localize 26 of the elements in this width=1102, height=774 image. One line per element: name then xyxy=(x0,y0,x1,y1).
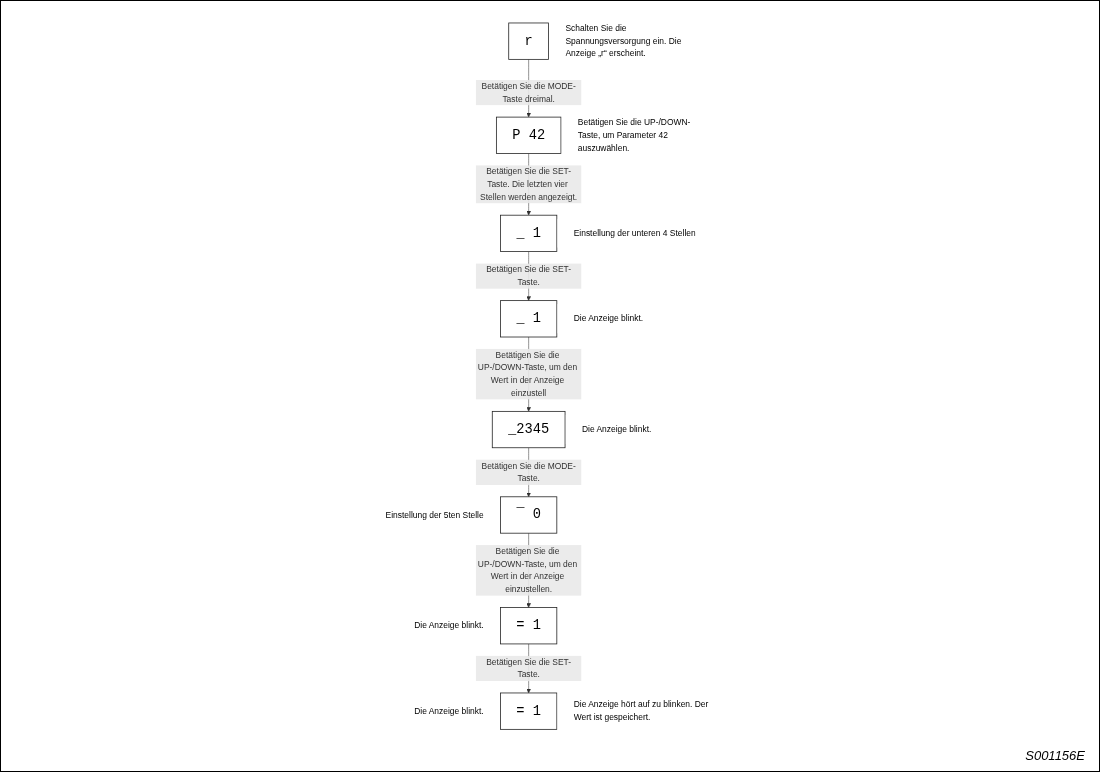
node-label: Die Anzeige blinkt. xyxy=(581,424,652,434)
flow-diagram: r Schalten Sie die Spannungsversorgung ein. Die Anzeige „r“ erscheint. Betätigen Sie die MODE-Taste dreimal. P 42 Betätigen Sie die UP-/DOWN-Taste, um Parameter 42 auszuwählen. Betätigen Sie die SET-Taste. Die letzten vier Stellen werden angezeigt. _ 1 Einstellung der unteren 4 Stellen Betätigen Sie die SET-Taste. _ 1 Die Anzeige blinkt. Betätigen Sie die UP-/DOWN-Taste, um den Wert in der Anzeige einzustell _2345 Die Anzeige blinkt. Betätigen Sie die MODE-Taste. Einstellung der 5ten Stelle ‾ 0 Betätigen Sie die UP-/DOWN-Taste, um den Wert in der Anzeige einzustellen. Die Anzeige blinkt. = 1 Betätigen Sie die SET-Taste. Die Anzeige blinkt. = 1 Die Anzeige hört auf zu blinken. Der Wert ist gespeichert. xyxy=(197,9,903,737)
node-label: Einstellung der 5ten Stelle xyxy=(385,510,484,520)
node-label: Betätigen Sie die UP-/DOWN-Taste, um Parameter 42 auszuwählen. xyxy=(577,117,691,153)
edge-label: Betätigen Sie die SET-Taste. xyxy=(485,657,571,679)
node-box xyxy=(499,214,557,252)
figure-code: S001156E xyxy=(1025,748,1085,763)
node-label: Schalten Sie die Spannungsversorgung ein. Die Anzeige „r“ erscheint. xyxy=(565,23,682,59)
node-box xyxy=(499,300,557,338)
node-label: Die Anzeige hört auf zu blinken. Der Wert ist gespeichert. xyxy=(573,700,709,722)
node-box xyxy=(499,692,557,730)
edge-label: Betätigen Sie die SET-Taste. Die letzten vier Stellen werden angezeigt. xyxy=(479,166,577,202)
node-box xyxy=(495,116,562,154)
edge-label: Betätigen Sie die SET-Taste. xyxy=(485,265,571,287)
node-box xyxy=(499,496,557,534)
edge-label: Betätigen Sie die UP-/DOWN-Taste, um den Wert in der Anzeige einzustell xyxy=(477,350,577,398)
edge-label: Betätigen Sie die UP-/DOWN-Taste, um den Wert in der Anzeige einzustellen. xyxy=(477,546,577,594)
edge-label: Betätigen Sie die MODE-Taste dreimal. xyxy=(481,81,576,104)
node-box xyxy=(499,607,557,645)
node-box xyxy=(491,410,566,449)
node-label: Einstellung der unteren 4 Stellen xyxy=(573,228,696,238)
node-label: Die Anzeige blinkt. xyxy=(413,706,484,716)
node-label: Die Anzeige blinkt. xyxy=(413,620,484,630)
edge-label: Betätigen Sie die MODE-Taste. xyxy=(481,461,576,483)
node-box xyxy=(508,22,549,60)
node-label: Die Anzeige blinkt. xyxy=(573,314,643,324)
